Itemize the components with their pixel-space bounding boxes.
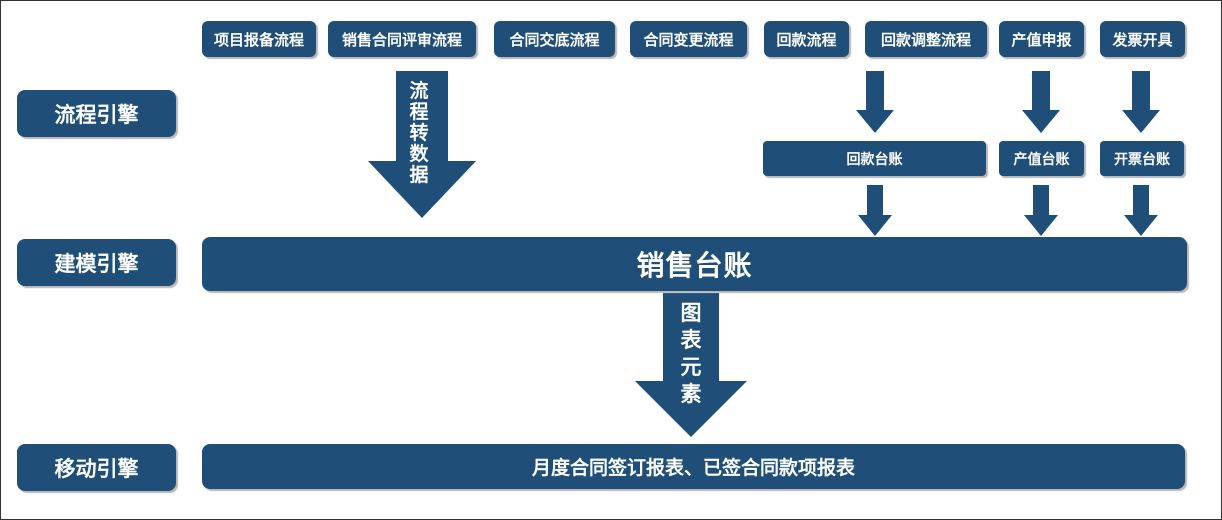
process-to-data-char: 转 [409,121,429,144]
process-contract-change: 合同变更流程 [630,21,747,57]
mobile-engine-label: 移动引擎 [17,444,176,491]
process-to-data-char: 流 [409,80,429,102]
invoice-ledger: 开票台账 [1100,141,1184,176]
process-contract-handover: 合同交底流程 [494,21,615,57]
process-payment: 回款流程 [764,21,849,57]
chart-elements-text: 图 表 元 素 [669,300,713,408]
process-to-data-arrow [368,71,476,218]
process-engine-label: 流程引擎 [17,90,176,137]
process-to-data-char: 数 [409,142,429,165]
payment-ledger: 回款台账 [763,141,986,176]
process-project-report: 项目报备流程 [202,21,316,57]
mobile-report: 月度合同签订报表、已签合同款项报表 [202,444,1185,489]
process-sales-contract-review: 销售合同评审流程 [328,21,476,57]
process-to-data-char: 据 [409,163,429,186]
sales-ledger: 销售台账 [202,237,1187,291]
output-value-ledger: 产值台账 [999,141,1084,176]
process-to-data-char: 程 [409,100,429,123]
process-output-declare: 产值申报 [999,21,1084,57]
output-flow-arrow [1022,71,1060,133]
process-payment-adjust: 回款调整流程 [865,21,987,57]
chart-elements-char: 元 [680,354,702,379]
chart-elements-arrow [635,293,747,437]
invoice-flow-arrow [1122,71,1160,133]
chart-elements-char: 表 [680,327,702,352]
process-invoice-issue: 发票开具 [1100,21,1185,57]
payment-ledger-arrow [858,185,892,236]
process-to-data-text: 流 程 转 数 据 [400,81,438,185]
modeling-engine-label: 建模引擎 [17,239,176,286]
invoice-ledger-arrow [1124,185,1158,236]
payment-flow-arrow [856,71,894,133]
chart-elements-char: 素 [680,381,702,406]
output-ledger-arrow [1024,185,1058,236]
chart-elements-char: 图 [680,301,702,325]
